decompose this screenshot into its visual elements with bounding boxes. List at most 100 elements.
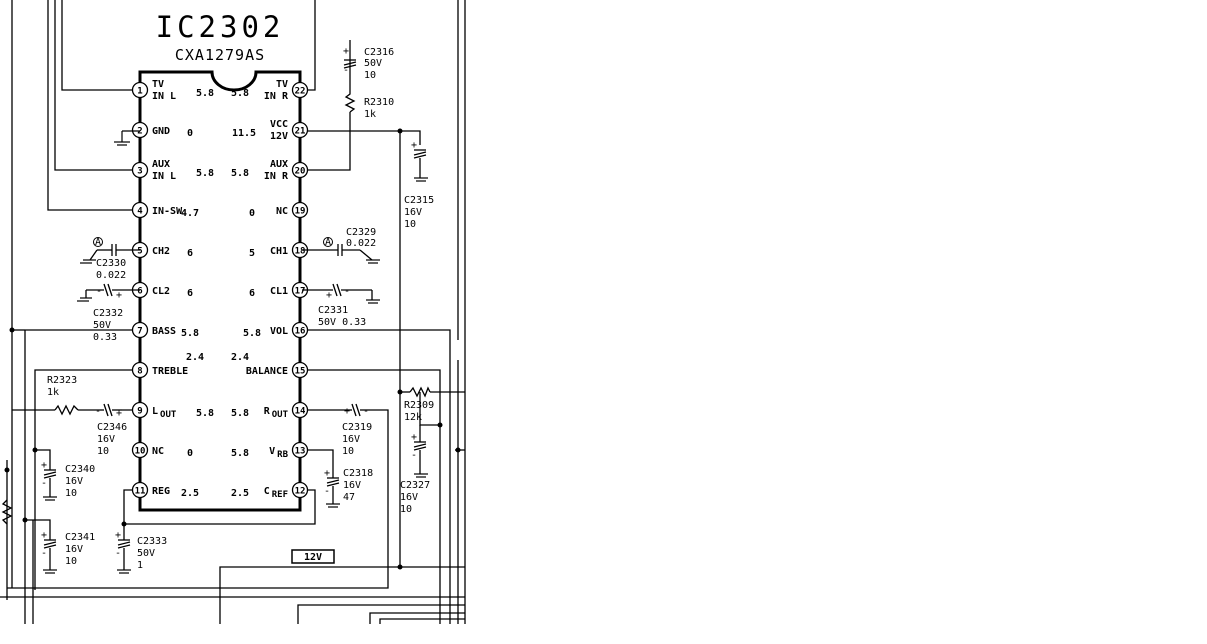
c2330-value: 0.022 [96,270,126,281]
label-c2340: C2340 16V 10 [65,464,95,499]
pin-10-voltage: 0 [187,448,193,459]
pin-8-circle [131,361,149,379]
pin-12-voltage: 2.5 [231,488,249,499]
pin-1-label: TV [152,79,164,90]
pin-22-voltage: 5.8 [231,88,249,99]
pin-6-voltage: 6 [187,288,193,299]
pin-21-number: 21 [295,127,306,137]
capacitor-c2318-symbol [326,470,340,504]
pin-16-circle [291,321,309,339]
pin-20-voltage: 5.8 [231,168,249,179]
capacitor-c2340-symbol [43,460,57,497]
minus-mark: - [96,286,102,297]
pin-15-label: BALANCE [246,366,288,377]
pin-10-circle [131,441,149,459]
pin-4-label: IN-SW [152,206,183,217]
supply-label-12v: 12V [291,549,335,564]
label-c2316: C2316 50V 10 [364,47,394,81]
pin-14-number: 14 [295,407,306,417]
capacitor-c2327-symbol [413,438,427,474]
c2315-value: 10 [404,219,416,230]
label-c2341: C2341 16V 10 [65,532,95,567]
c2327-ref: C2327 [400,480,430,491]
pin-3-label: AUX [152,159,170,170]
pin-3-label-line2: IN L [152,171,176,182]
pin-19-label: NC [276,206,288,217]
pin-7-voltage: 5.8 [181,328,199,339]
minus-mark: - [344,286,350,297]
pin-18-label: CH1 [270,246,288,257]
label-c2318: C2318 16V 47 [343,468,373,503]
ground-symbol [326,503,340,508]
polarity-markers: + - + + - + - + - + - + - + - + - + - + … [41,46,417,559]
ground-symbol [366,259,380,264]
c2327-value: 10 [400,504,412,515]
label-c2333: C2333 50V 1 [137,536,167,571]
pin-7-label: BASS [152,326,176,337]
resistor-r2309-symbol [409,386,431,398]
c2329-value: 0.022 [346,238,376,249]
c2341-value: 10 [65,556,77,567]
pin-21-circle [291,121,309,139]
ic2302-body: IC2302 CXA1279AS [138,10,302,512]
r2323-ref: R2323 [47,375,77,386]
component-symbols [1,59,431,570]
pin-10-label: NC [152,446,164,457]
pin-9-number: 9 [137,407,142,417]
pin-13-voltage: 5.8 [231,448,249,459]
ground-symbol [43,569,57,574]
pin-9-voltage: 5.8 [196,408,214,419]
plus-mark: + [344,406,350,417]
pin-12-circle [291,481,309,499]
minus-mark: - [411,450,417,461]
pin-19-number: 19 [295,207,306,217]
pin-1-voltage: 5.8 [196,88,214,99]
pin-7-circle [131,321,149,339]
pin-8-voltage: 2.4 [186,352,204,363]
c2318-voltage: 16V [343,480,361,491]
capacitor-c2333-symbol [117,535,131,570]
c2341-ref: C2341 [65,532,95,543]
r2310-ref: R2310 [364,97,394,108]
minus-mark: - [41,548,47,559]
plus-mark: + [116,408,122,419]
pin-13-number: 13 [295,447,306,457]
c2316-voltage: 50V [364,58,382,69]
c2346-ref: C2346 [97,422,127,433]
pin-11-circle [131,481,149,499]
a-markers: A A [93,237,333,248]
ground-symbol [414,473,428,478]
pin-22-label: TV [276,79,288,90]
r2323-value: 1k [47,387,59,398]
pin-17-voltage: 6 [249,288,255,299]
c2340-voltage: 16V [65,476,83,487]
pin-5-voltage: 6 [187,248,193,259]
pin-21-label: VCC [270,119,288,130]
pin-15-voltage: 2.4 [231,352,249,363]
pin-22-number: 22 [295,87,306,97]
pin-6-label: CL2 [152,286,170,297]
pin-20-number: 20 [295,167,306,177]
pin-6-number: 6 [137,287,142,297]
label-c2327: C2327 16V 10 [400,480,430,515]
pin-16-label: VOL [270,326,288,337]
c2340-ref: C2340 [65,464,95,475]
plus-mark: + [326,290,332,301]
plus-mark: + [116,290,122,301]
pin-13-circle [291,441,309,459]
pin-17-label: CL1 [270,286,288,297]
capacitor-c2330-symbol [89,244,140,261]
minus-mark: - [363,406,369,417]
resistor-r2310-symbol [344,76,356,113]
plus-mark: + [411,140,417,151]
c2346-value: 10 [97,446,109,457]
pin-12-number: 12 [295,487,306,497]
pin-8-label: TREBLE [152,366,188,377]
pin-21-voltage: 11.5 [232,128,256,139]
minus-mark: - [324,486,330,497]
pin-19-voltage: 0 [249,208,255,219]
